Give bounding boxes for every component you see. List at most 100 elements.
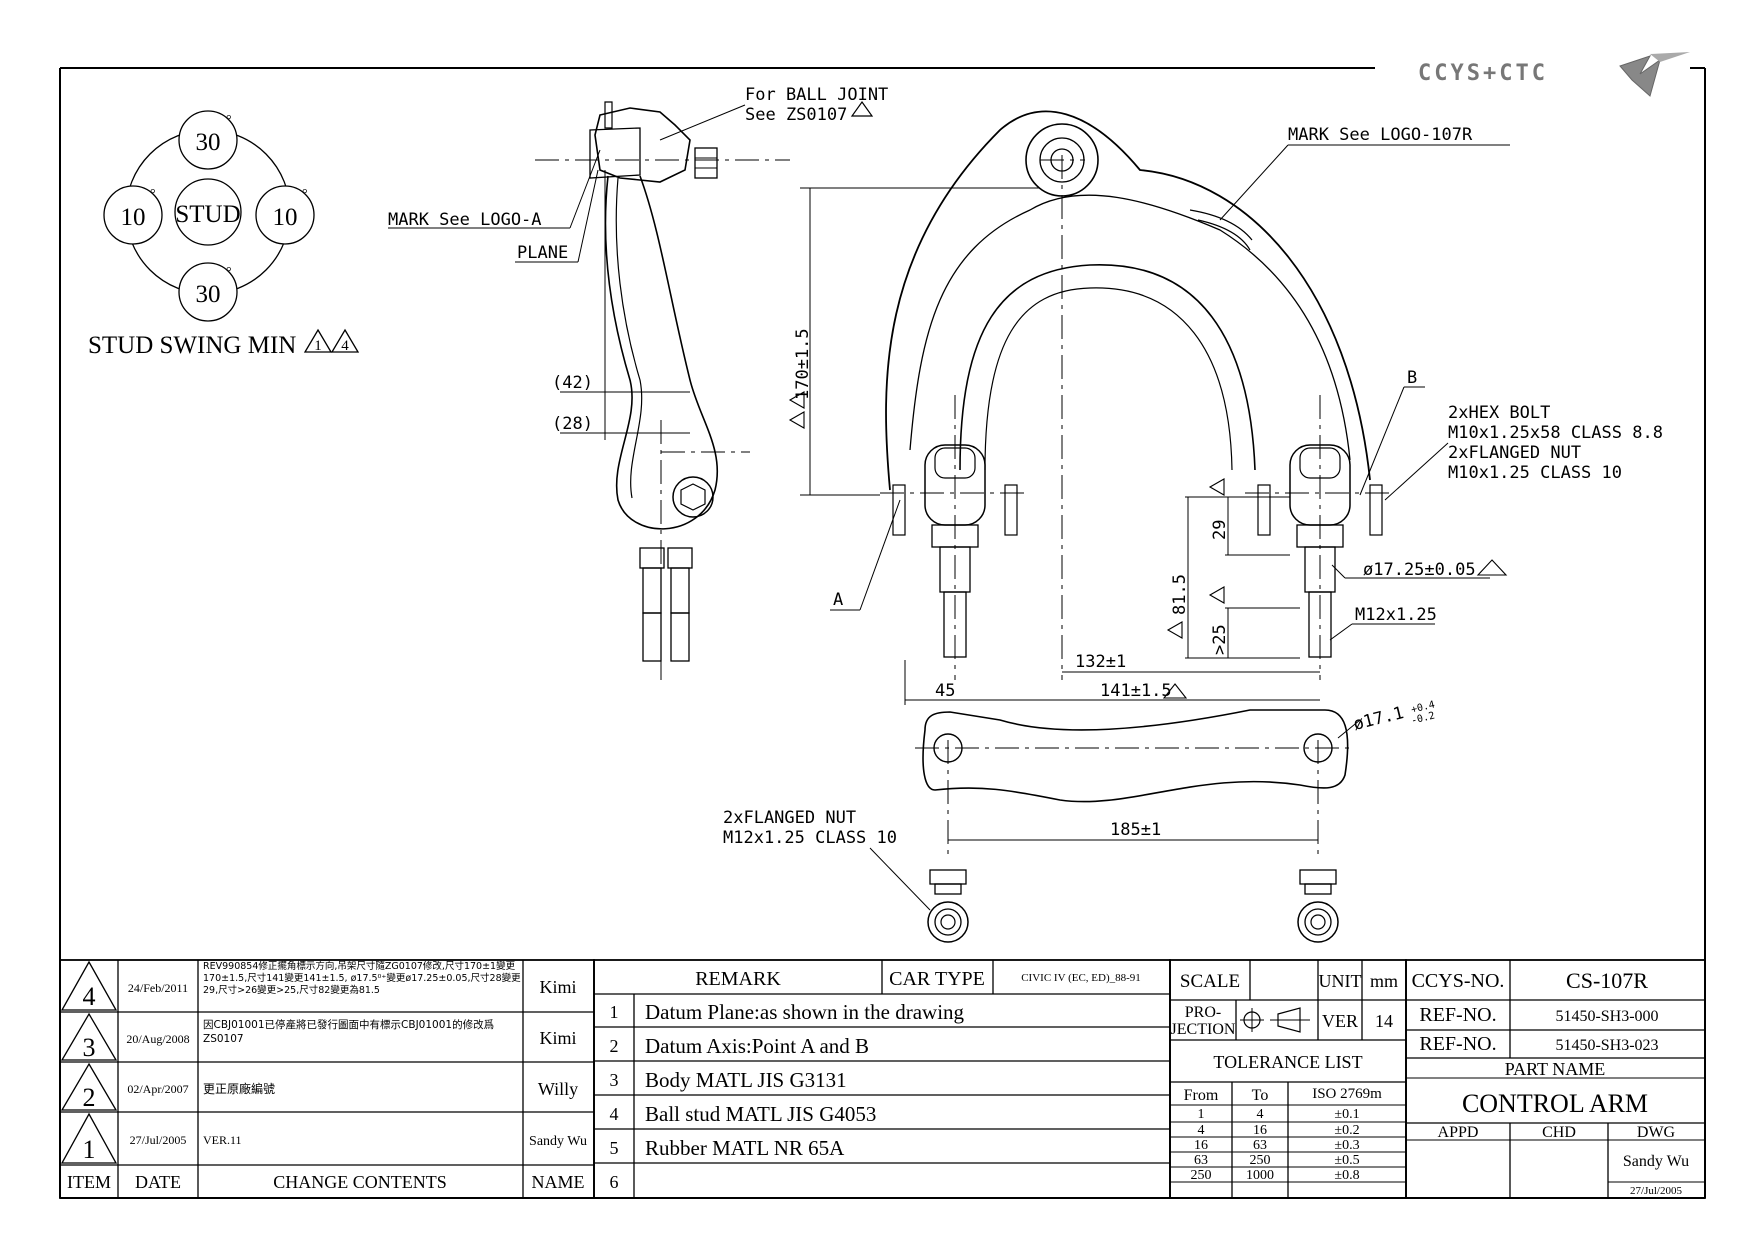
ref-no-label: REF-NO. (1419, 1004, 1496, 1026)
flanged-nut-note-line1: 2xFLANGED NUT (1448, 443, 1581, 463)
tolerance-value: ±0.8 (1334, 1168, 1359, 1183)
dim-42: (42) (552, 373, 593, 393)
logo-text: CCYS+CTC (1418, 61, 1548, 86)
part-name-value: CONTROL ARM (1462, 1089, 1648, 1118)
revision-name: Sandy Wu (529, 1134, 587, 1149)
revision-name: Willy (538, 1079, 578, 1099)
dwg-date: 27/Jul/2005 (1630, 1185, 1682, 1197)
ccys-no-label: CCYS-NO. (1412, 970, 1505, 992)
stud-swing-caption: STUD SWING MIN (88, 332, 296, 359)
dim-25: >25 (1210, 624, 1230, 655)
scale-tolerance-block: SCALE UNIT mm PRO- JECTION VER 14 TOLERA… (1169, 959, 1407, 1199)
plane-note: PLANE (517, 243, 568, 263)
dim-28: (28) (552, 414, 593, 434)
remark-no: 5 (610, 1138, 619, 1158)
dim-17-25: ø17.25±0.05 (1363, 560, 1476, 580)
tolerance-value: ±0.3 (1334, 1138, 1359, 1153)
remark-table: REMARK CAR TYPE CIVIC IV (EC, ED)_88-91 … (593, 959, 1171, 1199)
tolerance-header-to: To (1252, 1087, 1269, 1104)
dim-132: 132±1 (1075, 652, 1126, 672)
revision-item: 2 (83, 1083, 96, 1112)
revision-header-date: DATE (135, 1172, 181, 1192)
nut-m12-note-line1: 2xFLANGED NUT (723, 808, 856, 828)
ball-joint-note-line2: See ZS0107 (745, 105, 847, 125)
dim-29: 29 (1210, 520, 1230, 540)
revision-table: 4 24/Feb/2011 REV990854修正擺角標示方向,吊架尺寸隨ZG0… (59, 959, 595, 1199)
dim-45: 45 (935, 681, 955, 701)
revision-date: 27/Jul/2005 (130, 1133, 187, 1147)
projection-symbol-icon (1240, 1007, 1310, 1033)
remark-text: Ball stud MATL JIS G4053 (645, 1102, 876, 1126)
projection-label-2: JECTION (1171, 1021, 1236, 1038)
remark-header: REMARK (695, 968, 781, 990)
swing-left-value: 10 (121, 204, 146, 231)
remark-no: 3 (610, 1070, 619, 1090)
remark-text: Body MATL JIS G3131 (645, 1068, 847, 1092)
remark-text: Rubber MATL NR 65A (645, 1136, 845, 1160)
appd-label: APPD (1438, 1124, 1479, 1141)
tolerance-value: ±0.5 (1334, 1153, 1359, 1168)
unit-label: UNIT (1319, 971, 1362, 991)
front-view-dimensions: 170±1.5 MARK See LOGO-107R B 2xHEX BOLT … (788, 125, 1663, 735)
revision-name: Kimi (539, 1028, 576, 1048)
revision-name: Kimi (539, 977, 576, 997)
company-logo: CCYS+CTC (1418, 52, 1690, 97)
mark-logo-107r-note: MARK See LOGO-107R (1288, 125, 1473, 145)
tolerance-to: 1000 (1246, 1168, 1274, 1183)
dwg-name: Sandy Wu (1623, 1153, 1689, 1170)
revision-header-contents: CHANGE CONTENTS (273, 1172, 447, 1192)
tolerance-from: 1 (1198, 1107, 1205, 1122)
tolerance-from: 63 (1194, 1153, 1208, 1168)
dim-170: 170±1.5 (793, 328, 813, 400)
unit-value: mm (1370, 971, 1398, 991)
revision-header-item: ITEM (67, 1172, 111, 1192)
hex-bolt-note-line1: 2xHEX BOLT (1448, 403, 1550, 423)
projection-label-1: PRO- (1185, 1004, 1221, 1021)
tolerance-header-from: From (1184, 1087, 1219, 1104)
nut-m12-note-line2: M12x1.25 CLASS 10 (723, 828, 897, 848)
chd-label: CHD (1542, 1124, 1576, 1141)
front-view (880, 110, 1395, 680)
revision-item: 4 (83, 982, 96, 1011)
remark-no: 2 (610, 1036, 619, 1056)
remark-text: Datum Axis:Point A and B (645, 1034, 869, 1058)
revision-item: 1 (83, 1135, 96, 1164)
remark-no: 6 (610, 1172, 619, 1192)
revision-header-name: NAME (532, 1172, 585, 1192)
remark-no: 4 (610, 1104, 619, 1124)
tolerance-value: ±0.2 (1334, 1123, 1359, 1138)
side-view-callouts: For BALL JOINT See ZS0107 MARK See LOGO-… (388, 85, 888, 263)
degree-mark: ° (150, 187, 156, 202)
car-type-label: CAR TYPE (889, 968, 985, 990)
tolerance-from: 250 (1191, 1168, 1212, 1183)
tolerance-to: 16 (1253, 1123, 1267, 1138)
ccys-no-value: CS-107R (1566, 968, 1648, 993)
swing-top-value: 30 (196, 129, 221, 156)
ref-no-value: 51450-SH3-023 (1555, 1037, 1658, 1054)
tolerance-from: 4 (1198, 1123, 1205, 1138)
ball-joint-note-line1: For BALL JOINT (745, 85, 888, 105)
swing-center-label: STUD (175, 201, 240, 228)
revision-date: 20/Aug/2008 (126, 1032, 189, 1046)
tolerance-title: TOLERANCE LIST (1213, 1052, 1362, 1072)
revision-contents: 因CBJ01001已停產將已發行圖面中有標示CBJ01001的修改爲ZS0107 (203, 1019, 495, 1045)
dim-81-5: 81.5 (1170, 574, 1190, 615)
scale-label: SCALE (1180, 971, 1240, 992)
hex-bolt-note-line2: M10x1.25x58 CLASS 8.8 (1448, 423, 1663, 443)
revision-date: 24/Feb/2011 (128, 981, 188, 995)
tolerance-value: ±0.1 (1334, 1107, 1359, 1122)
revision-contents: 更正原廠編號 (203, 1081, 275, 1096)
tolerance-from: 16 (1194, 1138, 1208, 1153)
dim-185: 185±1 (1110, 820, 1161, 840)
ref-no-value: 51450-SH3-000 (1555, 1008, 1658, 1025)
remark-text: Datum Plane:as shown in the drawing (645, 1000, 965, 1024)
swing-right-value: 10 (273, 204, 298, 231)
revision-item: 3 (83, 1033, 96, 1062)
dwg-label: DWG (1637, 1124, 1676, 1141)
point-a-label: A (833, 590, 843, 610)
ver-label: VER (1322, 1011, 1358, 1031)
revision-date: 02/Apr/2007 (127, 1082, 188, 1096)
revision-mark: 1 (314, 338, 322, 354)
dim-17-1: ø17.1 (1351, 703, 1406, 735)
